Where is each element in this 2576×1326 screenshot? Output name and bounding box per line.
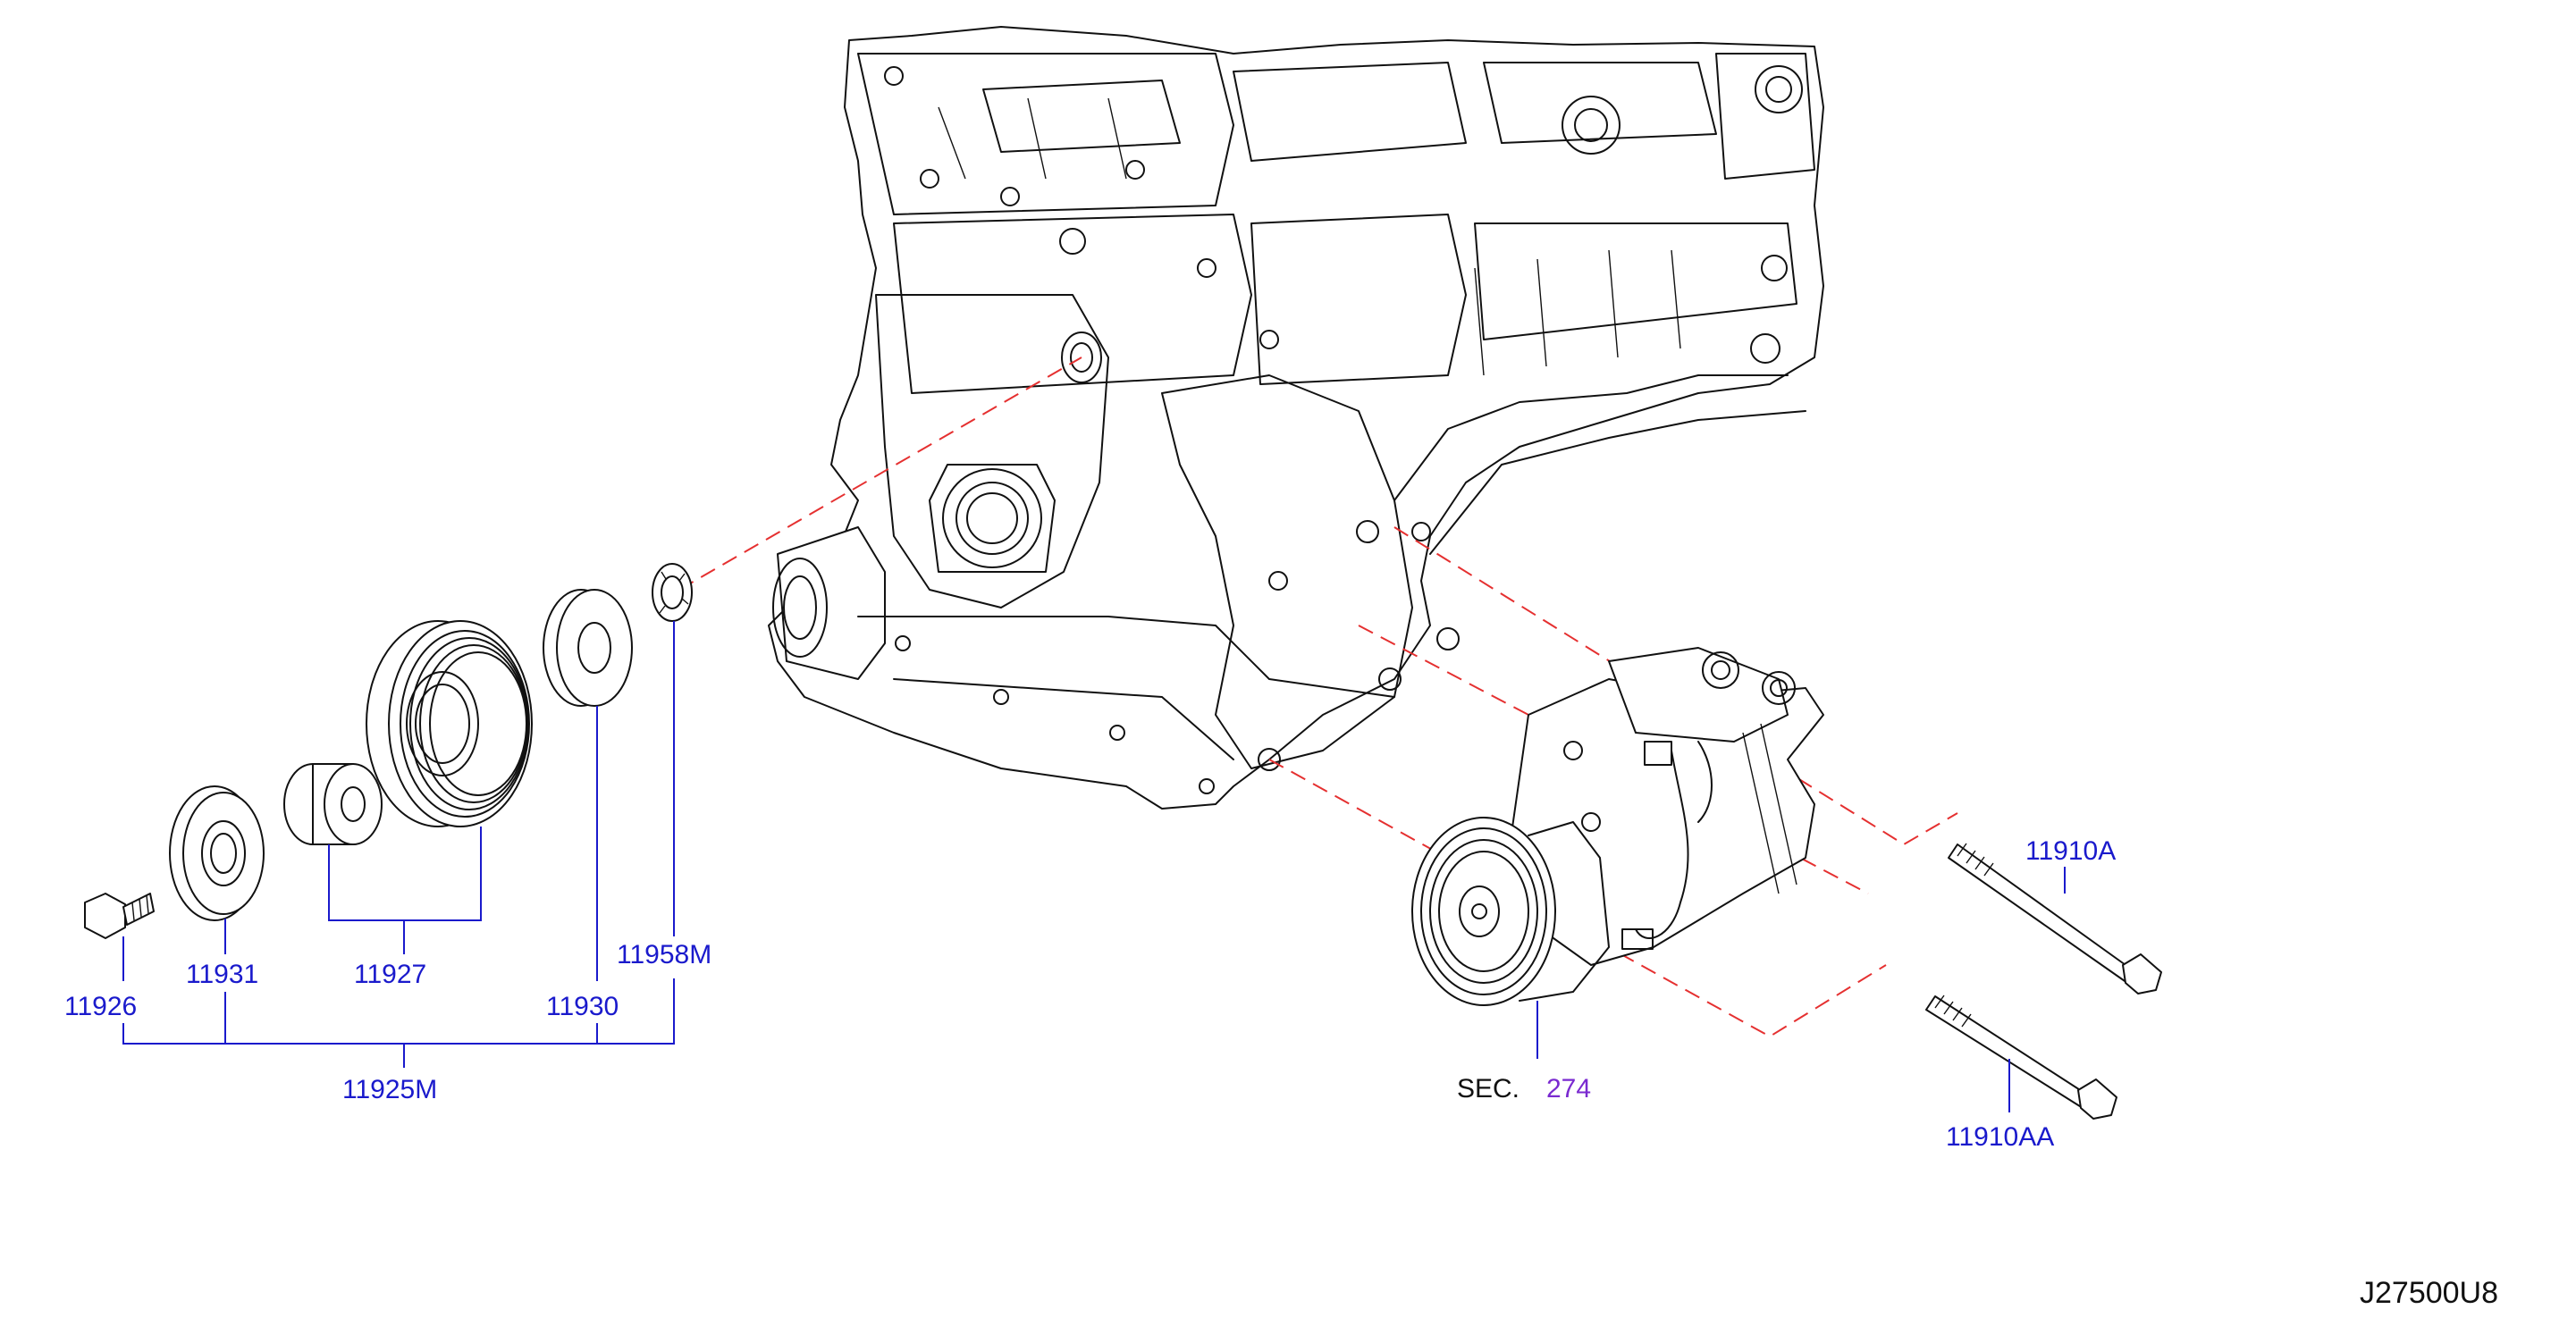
label-11910a[interactable]: 11910A [2025, 836, 2116, 866]
drawing-code: J27500U8 [2360, 1276, 2498, 1310]
engine-block-illustration [768, 26, 1824, 810]
washer-11931-illustration [169, 785, 265, 921]
crank-alignment-line [678, 357, 1082, 591]
crank-pulley-11927-illustration [366, 620, 533, 827]
bolt-11926-illustration [84, 893, 155, 939]
bolt-11910a-illustration [1948, 843, 2162, 994]
section-reference-link[interactable]: 274 [1546, 1074, 1591, 1104]
label-11926[interactable]: 11926 [64, 992, 137, 1021]
label-11927[interactable]: 11927 [354, 960, 426, 989]
section-reference-prefix: SEC. [1457, 1074, 1520, 1104]
leader-11925m-ticks [224, 992, 598, 1044]
bolt-11910aa-illustration [1925, 994, 2117, 1120]
label-11910aa[interactable]: 11910AA [1946, 1122, 2054, 1152]
leader-lines [122, 621, 2066, 1112]
label-11925m[interactable]: 11925M [342, 1075, 437, 1104]
upper-bolt-path [1393, 526, 1958, 846]
leader-11925m-bracket [122, 978, 675, 1045]
label-11931[interactable]: 11931 [186, 960, 258, 989]
washer-11930-illustration [543, 589, 633, 707]
lock-washer-11958m-illustration [652, 563, 693, 622]
spacer-illustration [283, 763, 383, 845]
label-11958m[interactable]: 11958M [617, 940, 711, 969]
label-11930[interactable]: 11930 [546, 992, 619, 1021]
part-labels: 11926 11931 11927 11930 11958M 11925M 11… [64, 836, 2498, 1310]
ac-compressor-illustration [1411, 647, 1824, 1006]
